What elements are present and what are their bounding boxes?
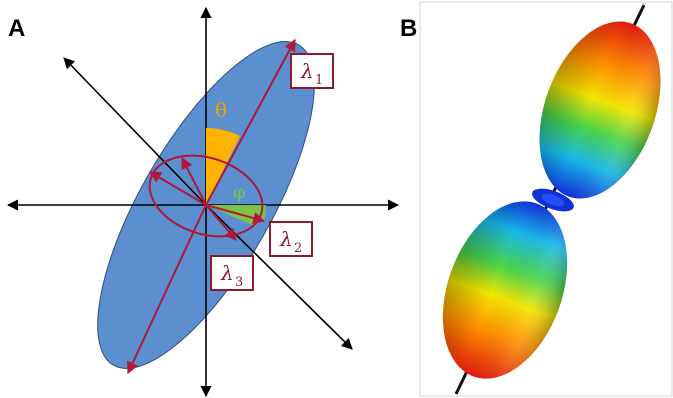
panel-b-label: B: [400, 15, 417, 42]
eigenvector-1-down: [127, 204, 207, 375]
odf-upper-lobe: [539, 21, 661, 199]
eigenvector-3: [205, 204, 237, 241]
panel-a-label: A: [8, 15, 25, 42]
phi-label: φ: [233, 182, 246, 203]
theta-label: θ: [215, 98, 227, 122]
theta-wedge: [206, 128, 240, 205]
lambda-2-box: λ 2: [269, 221, 313, 257]
lambda-3-box: λ 3: [210, 255, 254, 291]
panel-b: B: [400, 1, 673, 397]
eigenvector-2: [205, 204, 266, 224]
eigenvector-2-back: [148, 171, 207, 206]
odf-lower-lobe: [442, 201, 568, 379]
odf-waist-highlight: [541, 193, 565, 207]
lambda-1-symbol: λ: [300, 59, 314, 83]
phi-wedge-fill: [206, 205, 262, 226]
lambda-2-symbol: λ: [279, 227, 293, 251]
lambda-2-subscript: 2: [294, 241, 302, 256]
lambda-3-subscript: 3: [235, 275, 243, 290]
lambda-1-box: λ 1: [290, 53, 334, 89]
eigenvector-3-back: [181, 156, 207, 206]
lambda-3-symbol: λ: [220, 261, 234, 285]
axis-y-back: [63, 57, 207, 206]
panel-a: A θ φ λ 1 λ: [6, 6, 400, 398]
eigenvector-1-up: [205, 38, 296, 206]
lambda-1-subscript: 1: [315, 73, 323, 88]
